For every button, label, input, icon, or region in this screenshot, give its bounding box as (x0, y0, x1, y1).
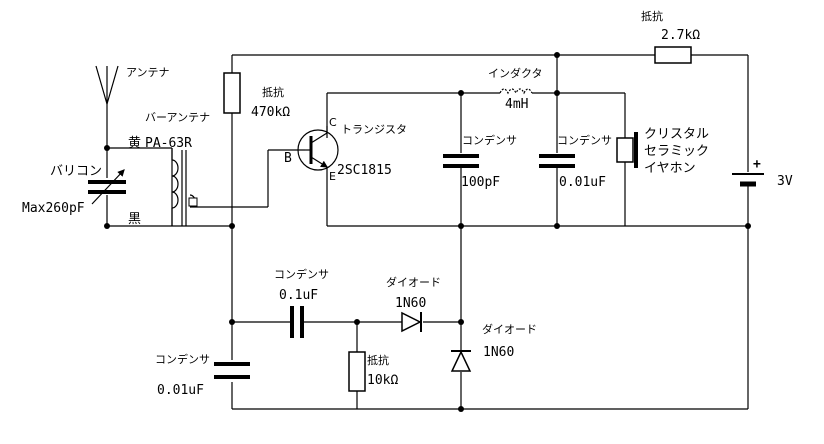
resistor-10k-value: 10kΩ (367, 373, 398, 388)
diode-2-label: ダイオード (482, 322, 537, 336)
bar-antenna-model: PA-63R (145, 136, 192, 151)
transistor-symbol (297, 126, 339, 171)
diode-1 (401, 311, 422, 333)
transistor-pin-e: E (329, 170, 336, 183)
transistor-label: トランジスタ (341, 123, 407, 136)
diode-1-model: 1N60 (395, 296, 426, 311)
inductor-label: インダクタ (488, 66, 543, 80)
capacitor-001uf-top (539, 154, 575, 168)
capacitor-100pf (443, 154, 479, 168)
bar-antenna-coil (171, 148, 198, 226)
cap-100pf-value: 100pF (461, 175, 500, 190)
varicon-value: Max260pF (22, 201, 85, 216)
cap-01uf-label: コンデンサ (274, 267, 329, 281)
cap-01uf-value: 0.1uF (279, 288, 318, 303)
battery-plus: + (753, 157, 761, 172)
antenna-label: アンテナ (126, 66, 170, 79)
capacitor-01uf (290, 306, 304, 338)
capacitor-001uf-bottom (214, 362, 250, 379)
cap-100pf-label: コンデンサ (462, 133, 517, 147)
diode-2 (450, 350, 472, 372)
transistor-pin-b: B (284, 151, 292, 166)
bar-antenna-label: バーアンテナ (145, 111, 210, 124)
earphone-symbol (616, 132, 638, 168)
earphone-line3: イヤホン (644, 161, 696, 176)
transistor-model: 2SC1815 (337, 163, 392, 178)
transistor-pin-c: C (329, 116, 337, 129)
cap-001uf-top-label: コンデンサ (557, 133, 612, 147)
resistor-2k7-value: 2.7kΩ (661, 28, 700, 43)
junction-dots (104, 52, 751, 412)
resistor-2k7-label: 抵抗 (641, 9, 663, 23)
bar-antenna-yellow: 黄 (128, 136, 141, 151)
cap-001uf-bottom-label: コンデンサ (155, 352, 210, 366)
varicon-label: バリコン (50, 164, 102, 179)
resistor-470k-label: 抵抗 (262, 85, 284, 99)
inductor-symbol (499, 88, 533, 95)
cap-001uf-top-value: 0.01uF (559, 175, 606, 190)
earphone-line1: クリスタル (644, 127, 709, 142)
diode-2-model: 1N60 (483, 345, 514, 360)
wires (106, 54, 749, 410)
resistor-10k-label: 抵抗 (367, 353, 389, 367)
cap-001uf-bottom-value: 0.01uF (157, 383, 204, 398)
resistor-10k (348, 351, 366, 392)
bar-antenna-black: 黒 (128, 212, 141, 227)
inductor-value: 4mH (505, 97, 528, 112)
earphone-line2: セラミック (644, 144, 709, 159)
battery-value: 3V (777, 174, 793, 189)
battery-symbol (732, 173, 764, 187)
variable-capacitor (88, 169, 126, 205)
resistor-470k (223, 72, 241, 114)
resistor-2k7 (654, 46, 692, 64)
resistor-470k-value: 470kΩ (251, 105, 290, 120)
diode-1-label: ダイオード (386, 275, 441, 289)
antenna-symbol (95, 65, 119, 107)
